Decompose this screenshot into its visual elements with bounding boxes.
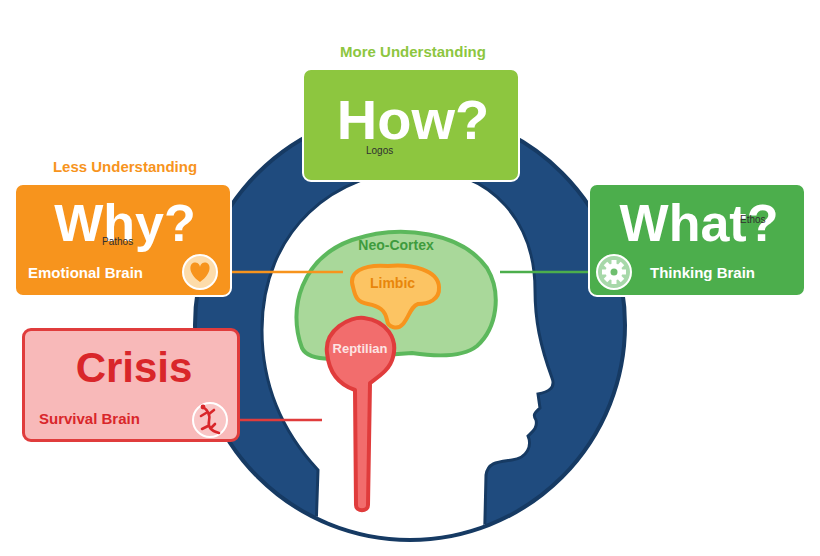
box-subtitle: Logos	[366, 146, 426, 156]
leader-connector	[240, 419, 322, 422]
region-label: Reptilian	[322, 342, 398, 355]
region-label: Limbic	[343, 276, 442, 290]
heading-label: Less Understanding	[16, 159, 234, 174]
process-box: What?EthosThinking Brain	[588, 183, 806, 297]
box-title: How?	[304, 92, 522, 148]
box-subtitle: Ethos	[740, 215, 800, 225]
box-title: Crisis	[25, 347, 243, 389]
brain-region: Neo-CortexLimbic	[292, 228, 500, 360]
box-caption: Thinking Brain	[650, 265, 800, 280]
process-box: CrisisSurvival Brain	[22, 328, 240, 442]
head-silhouette	[262, 170, 553, 556]
brain-region: Reptilian	[322, 315, 398, 512]
region-label: Neo-Cortex	[292, 238, 500, 252]
box-title: What?	[590, 197, 808, 249]
process-box: More UnderstandingHow?Logos	[302, 68, 520, 182]
box-caption: Emotional Brain	[28, 265, 188, 280]
box-caption: Survival Brain	[39, 411, 209, 426]
box-subtitle: Pathos	[102, 237, 162, 247]
process-box: Less UnderstandingWhy?PathosEmotional Br…	[14, 183, 232, 297]
heading-label: More Understanding	[304, 44, 522, 59]
leader-connector	[500, 271, 588, 274]
